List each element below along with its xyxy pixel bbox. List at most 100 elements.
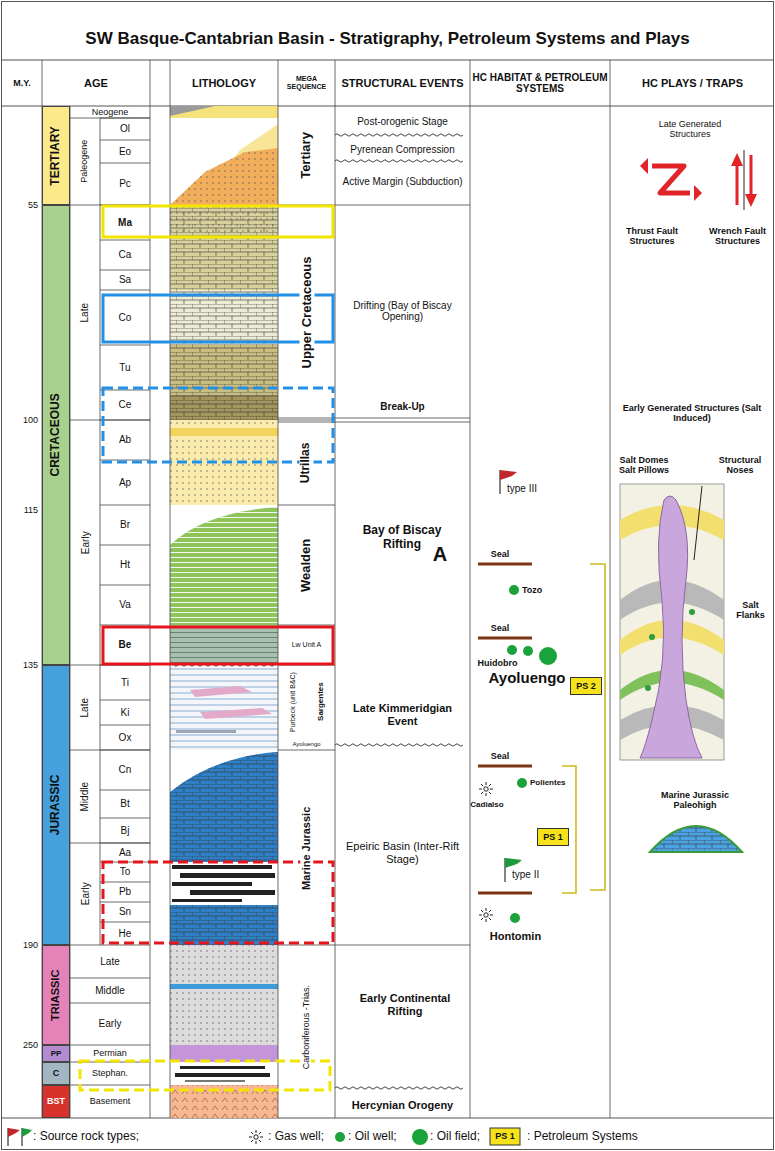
- chart-label: 190: [23, 940, 38, 950]
- chart-label-cell: Permian: [70, 1045, 150, 1062]
- habitat-symbols-part: [507, 645, 517, 655]
- chart-label-cell: Thrust Fault Structures: [612, 222, 692, 250]
- chart-label: Late Generated Structures: [645, 119, 735, 140]
- lithology-column-part: [170, 625, 278, 665]
- legend-symbols-part: [8, 1128, 20, 1137]
- chart-label-cell: Epeiric Basin (Inter-Rift Stage): [345, 835, 460, 871]
- chart-label: Co: [119, 312, 132, 324]
- grid-line: [278, 750, 335, 751]
- chart-label: Middle: [95, 985, 124, 997]
- lithology-column-part: [170, 148, 278, 205]
- chart-label-cell: Active Margin (Subduction): [335, 164, 470, 200]
- chart-label: Seal: [491, 549, 510, 559]
- node-text: CRETACEOUS: [49, 393, 63, 476]
- chart-label-cell: Bt: [100, 790, 150, 818]
- highlight-boxes-part: [103, 627, 333, 664]
- chart-label: PS 1: [495, 1131, 515, 1141]
- chart-label: Sn: [119, 906, 131, 918]
- chart-label: MEGA SEQUENCE: [278, 75, 335, 91]
- play-figures-part: [650, 826, 742, 852]
- chart-label-cell: Neogene: [70, 106, 150, 118]
- chart-label-cell: Cn: [100, 750, 150, 790]
- chart-label-cell: M.Y.: [2, 60, 42, 106]
- highlight-boxes-part: [103, 206, 333, 237]
- habitat-symbols-part: [478, 765, 532, 768]
- chart-label: Marine Jurassic: [300, 805, 313, 892]
- node-text: TRIASSIC: [50, 969, 63, 1020]
- chart-label-cell: Post-orogenic Stage: [335, 114, 470, 130]
- grid-line: [610, 60, 611, 1118]
- chart-label-cell: Early Generated Structures (Salt Induced…: [622, 398, 762, 428]
- chart-label: Drifting (Bay of Biscay Opening): [335, 300, 470, 323]
- legend-symbols-part: [412, 1129, 428, 1145]
- unconformity-line: [335, 744, 463, 747]
- highlight-boxes-part: [103, 295, 333, 342]
- grid-lines: [42, 60, 610, 1118]
- chart-label-cell: Utrillas: [278, 420, 335, 505]
- chart-label: Late: [79, 303, 91, 322]
- node-text: TERTIARY: [49, 126, 63, 186]
- chart-label: Ox: [119, 732, 132, 744]
- chart-label: Lw Unit A: [292, 641, 322, 649]
- chart-label-cell: Purbeck (unit B&C): [278, 665, 308, 739]
- lithology-column-part: [170, 106, 278, 118]
- chart-label: Ht: [120, 559, 130, 571]
- chart-label: Ol: [120, 123, 130, 135]
- era-band: TERTIARY: [42, 106, 70, 205]
- chart-label: Sa: [119, 274, 131, 286]
- grid-line: [70, 978, 150, 979]
- chart-label-cell: MEGA SEQUENCE: [278, 60, 335, 106]
- lithology-column-part: [170, 148, 278, 205]
- chart-label: Salt Domes Salt Pillows: [612, 455, 676, 476]
- chart-label-cell: Carboniferous -Trias.: [278, 945, 335, 1110]
- grid-line: [100, 118, 101, 945]
- chart-label-cell: Ce: [100, 390, 150, 420]
- chart-label: Carboniferous -Trias.: [301, 983, 311, 1071]
- frame-part: [2, 60, 773, 61]
- play-figures-part: [694, 185, 702, 201]
- legend-symbols: [8, 1128, 520, 1146]
- habitat-symbols-part: [478, 563, 532, 566]
- chart-label-cell: Late: [70, 205, 100, 420]
- chart-label: Ayoluengo: [489, 669, 566, 686]
- grid-line: [470, 60, 471, 1118]
- grid-line: [100, 163, 150, 164]
- chart-label-cell: Ayoluengo: [482, 668, 572, 688]
- chart-label: 100: [23, 415, 38, 425]
- grid-line: [100, 790, 150, 791]
- chart-label: To: [120, 866, 131, 878]
- chart-label-cell: Seal: [480, 622, 520, 635]
- chart-label: A: [433, 543, 447, 566]
- chart-label: Stephan.: [92, 1068, 128, 1078]
- chart-label-cell: Structural Noses: [708, 452, 772, 478]
- chart-label: Neogene: [92, 107, 129, 117]
- lithology-column: [170, 106, 278, 1118]
- chart-label: Post-orogenic Stage: [357, 116, 448, 128]
- lithology-column-part: [170, 945, 278, 1045]
- era-band: TRIASSIC: [42, 945, 70, 1045]
- chart-label: Utrillas: [300, 440, 314, 485]
- node-text: PS 2: [576, 681, 596, 691]
- chart-label: Hontomin: [490, 930, 541, 943]
- chart-label: Early: [79, 531, 91, 554]
- chart-label-cell: LITHOLOGY: [170, 60, 278, 106]
- chart-label-cell: type III: [507, 482, 557, 496]
- chart-label-cell: Va: [100, 585, 150, 625]
- play-figures-part: [620, 484, 724, 760]
- habitat-symbols-part: [479, 908, 493, 922]
- chart-label: Bt: [120, 798, 129, 810]
- lithology-column-part: [170, 428, 278, 436]
- legend-text: : Gas well;: [268, 1130, 324, 1144]
- play-figures-part: [650, 826, 742, 852]
- grid-line: [100, 505, 150, 506]
- chart-label: Ca: [119, 249, 132, 261]
- era-band: CRETACEOUS: [42, 205, 70, 665]
- grid-line: [70, 1085, 150, 1086]
- lithology-column-part: [170, 1062, 278, 1085]
- chart-label: Late Kimmeridgian Event: [350, 702, 455, 727]
- grid-line: [100, 882, 150, 883]
- grid-line: [278, 60, 279, 1118]
